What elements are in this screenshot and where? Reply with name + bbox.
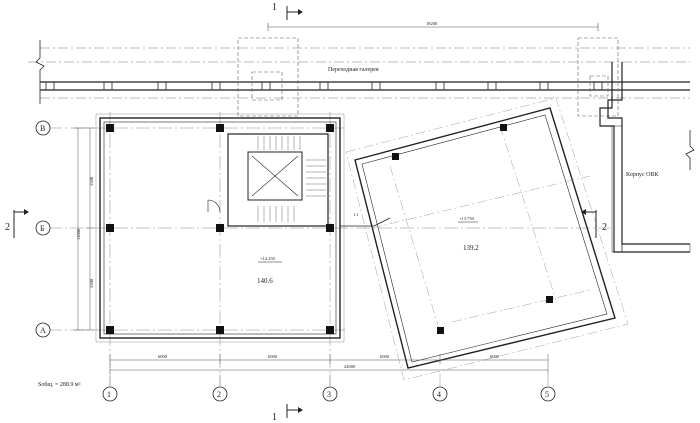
dim-bay-3: 6000	[380, 354, 390, 359]
level-right: +13.750	[459, 216, 475, 221]
svg-text:В: В	[40, 124, 45, 133]
dim-bay-2: 6000	[268, 354, 278, 359]
svg-text:Б: Б	[40, 224, 45, 233]
area-right: 139.2	[463, 244, 479, 252]
svg-text:4: 4	[437, 390, 441, 399]
axis-marker-1: 1	[102, 374, 118, 402]
building-label: Корпус ОВК	[626, 172, 659, 178]
dim-total: 24000	[344, 364, 356, 369]
bottom-dimensions	[109, 354, 549, 374]
svg-text:А: А	[40, 326, 46, 335]
dim-height-total: 11000	[76, 228, 81, 240]
section-mark-bottom: 1	[272, 404, 303, 423]
axis-marker-4: 4	[432, 374, 448, 402]
axis-marker-A: А	[35, 322, 51, 338]
dim-bay-1: 6000	[158, 354, 168, 359]
section-mark-left-label: 2	[5, 222, 10, 233]
axis-marker-5: 5	[540, 374, 556, 402]
rotated-block: +13.750 139.2 1.1	[340, 97, 629, 381]
section-mark-left: 2	[5, 209, 29, 238]
section-mark-right: 2	[581, 209, 607, 238]
dim-bay-4: 6000	[490, 354, 500, 359]
section-mark-right-label: 2	[602, 222, 607, 233]
axis-marker-V: В	[35, 120, 51, 136]
svg-text:1: 1	[107, 390, 111, 399]
level-left: +14.250	[260, 256, 276, 261]
gallery-dimension-label: 18200	[426, 21, 438, 26]
section-mark-top: 1	[272, 2, 303, 20]
total-area: Sобщ. = 288.9 м²	[38, 381, 81, 388]
gallery-dimension: 18200	[267, 21, 599, 31]
axis-marker-2: 2	[212, 374, 228, 402]
svg-text:3: 3	[327, 390, 331, 399]
area-door: 1.1	[353, 212, 359, 217]
building-ovk: Корпус ОВК	[599, 62, 695, 253]
axis-grid-vertical	[109, 112, 331, 386]
axis-marker-3: 3	[322, 374, 338, 402]
dim-height-top: 5500	[89, 176, 94, 186]
axis-marker-B: Б	[35, 220, 51, 236]
gallery-label: Переходная галерея	[328, 67, 379, 73]
dim-height-bottom: 5500	[89, 278, 94, 288]
area-left: 140.6	[257, 277, 273, 285]
svg-text:2: 2	[217, 390, 221, 399]
section-mark-bottom-label: 1	[272, 412, 277, 423]
section-mark-top-label: 1	[272, 2, 277, 13]
columns	[106, 124, 553, 334]
left-dimensions	[74, 127, 94, 331]
gallery: Переходная галерея	[28, 37, 690, 117]
svg-text:5: 5	[545, 390, 549, 399]
